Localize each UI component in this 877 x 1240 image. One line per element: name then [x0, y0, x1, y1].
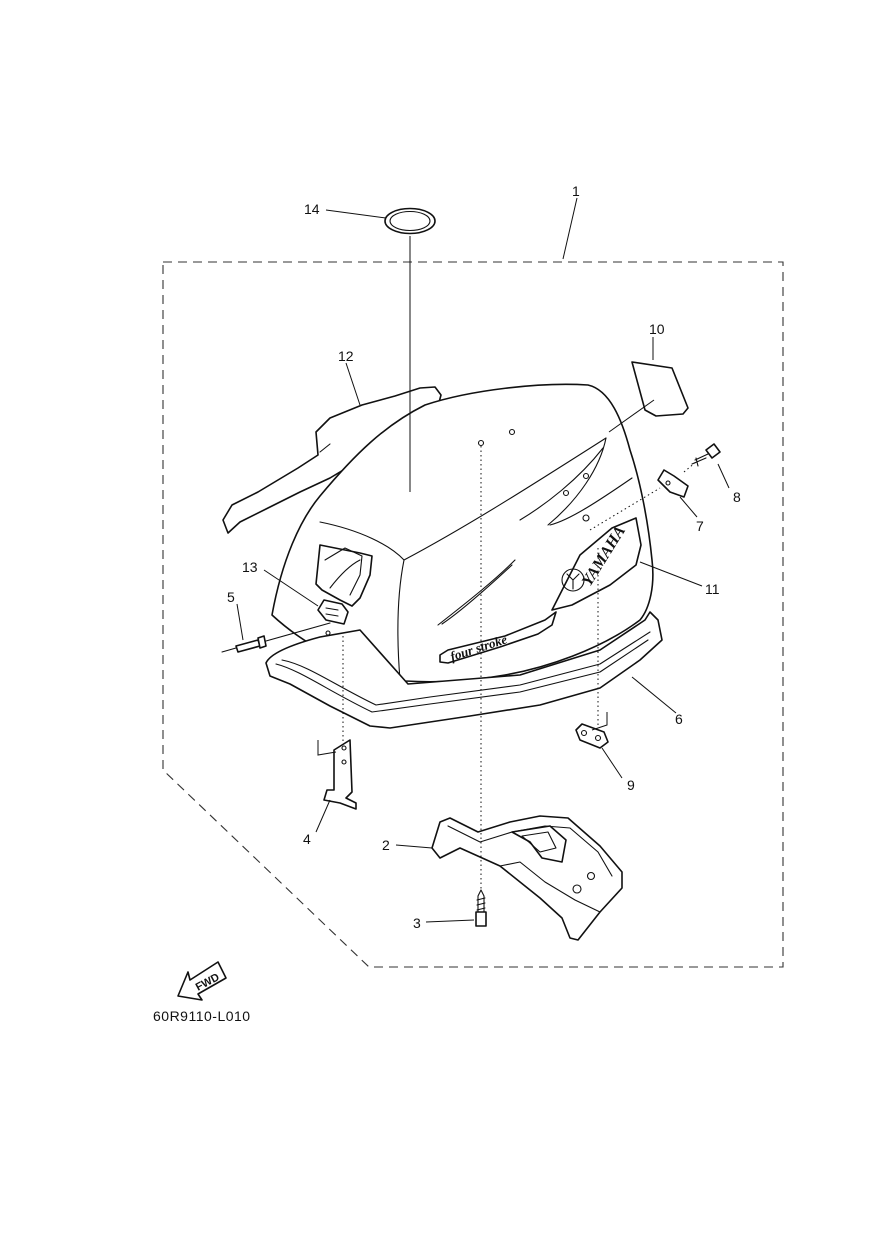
callout-11: 11: [705, 581, 720, 597]
callout-2: 2: [382, 837, 390, 853]
callout-7: 7: [696, 518, 704, 534]
part-2-handle-latch: [431, 815, 623, 941]
callout-3: 3: [413, 915, 421, 931]
part-12-rear-cover: [222, 386, 442, 534]
callout-14: 14: [304, 201, 320, 217]
part-10-plate: [631, 361, 689, 417]
callout-13: 13: [242, 559, 258, 575]
callout-9: 9: [627, 777, 635, 793]
part-9-clip: [575, 723, 609, 749]
part-4-bracket: [323, 739, 357, 810]
part-13-grommet: [317, 599, 349, 625]
callout-6: 6: [675, 711, 683, 727]
part-1-top-cowling: YAMAHA four stroke: [271, 383, 654, 683]
part-7-clip: [657, 469, 689, 498]
part-6-seal-gasket: [265, 611, 663, 729]
callout-10: 10: [649, 321, 665, 337]
part-8-bolt: [691, 443, 721, 467]
callout-12: 12: [338, 348, 354, 364]
fwd-arrow-icon: FWD: [177, 961, 227, 1001]
diagram-code: 60R9110-L010: [153, 1008, 251, 1024]
part-3-screw: [475, 889, 487, 927]
callout-1: 1: [572, 183, 580, 199]
callout-8: 8: [733, 489, 741, 505]
part-5-rivet: [221, 622, 331, 653]
assembly-boundary: [162, 261, 784, 968]
yamaha-tuning-fork-logo-icon: [561, 568, 585, 592]
part-14-ring: [384, 207, 436, 235]
callout-5: 5: [227, 589, 235, 605]
callout-4: 4: [303, 831, 311, 847]
alignment-line-clip-7: [589, 487, 661, 531]
